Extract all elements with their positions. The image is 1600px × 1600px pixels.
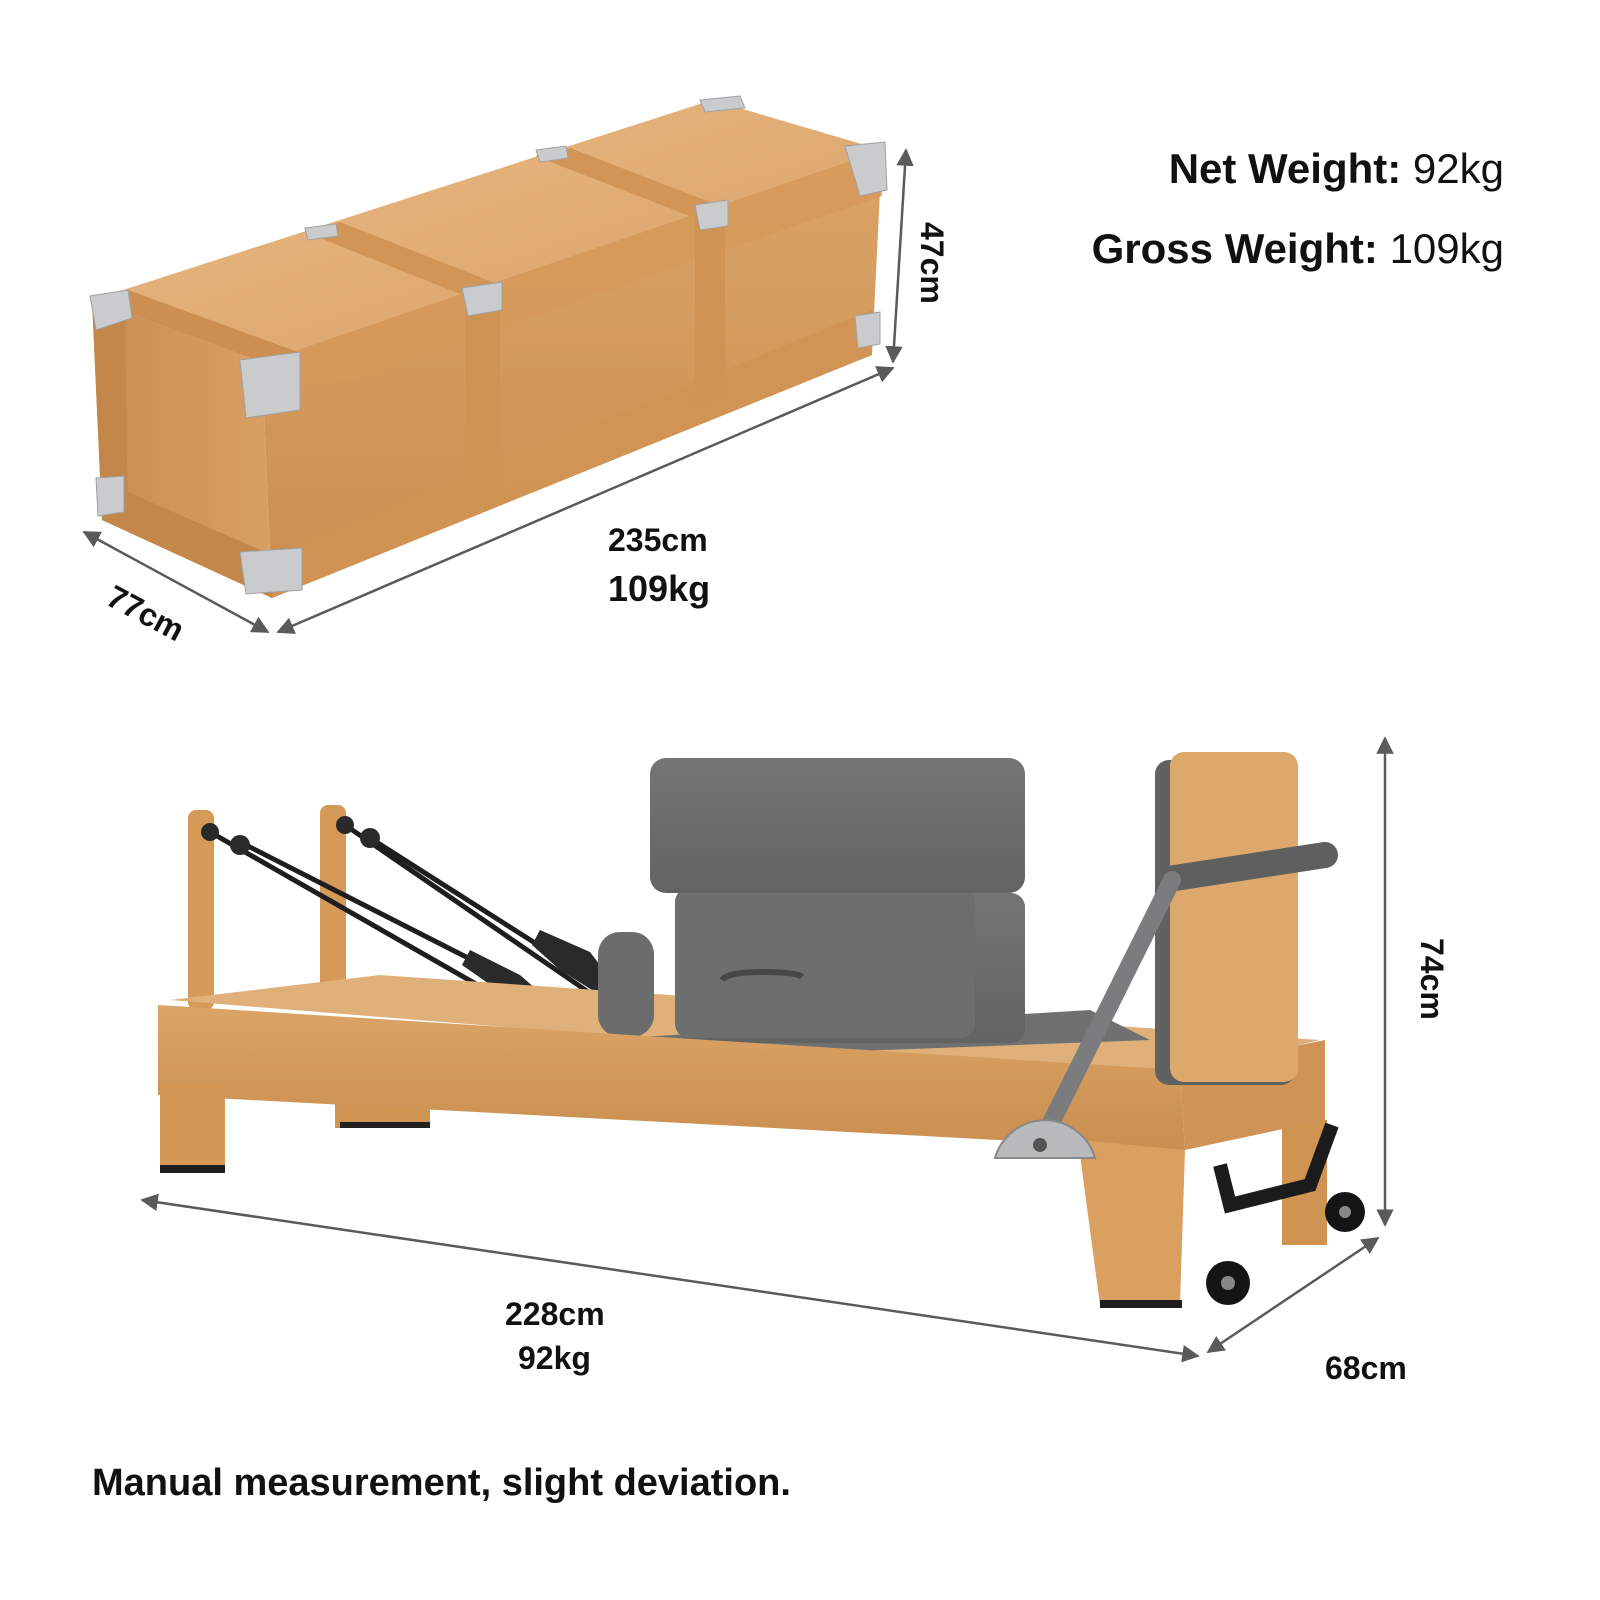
reformer-length-label: 228cm (505, 1296, 605, 1332)
crate-width-arrow (82, 530, 270, 634)
net-weight-label: Net Weight: (1168, 145, 1402, 192)
gross-weight-row: Gross Weight: 109kg (1092, 228, 1504, 270)
crate-length-arrow (276, 366, 895, 634)
crate-dimension-arrows (82, 148, 914, 634)
crate-weight-label: 109kg (608, 568, 711, 609)
net-weight-value: 92kg (1412, 145, 1504, 192)
reformer-weight-label: 92kg (518, 1340, 591, 1376)
reformer-width-arrow (1206, 1236, 1380, 1354)
reformer-width-label: 68cm (1325, 1350, 1407, 1386)
weight-specs: Net Weight: 92kg Gross Weight: 109kg (1092, 148, 1504, 308)
gross-weight-label: Gross Weight: (1091, 225, 1378, 272)
crate-length-label: 235cm (608, 522, 708, 558)
crate-height-label: 47cm (914, 222, 950, 304)
crate-height-arrow (885, 148, 914, 364)
shipping-crate (89, 95, 888, 598)
measurement-disclaimer: Manual measurement, slight deviation. (92, 1462, 791, 1504)
reformer-dimension-arrows (140, 736, 1394, 1363)
reformer-length-arrow (140, 1193, 1200, 1363)
pilates-reformer (158, 752, 1365, 1308)
reformer-height-label: 74cm (1414, 938, 1450, 1020)
gross-weight-value: 109kg (1389, 225, 1504, 272)
net-weight-row: Net Weight: 92kg (1092, 148, 1504, 190)
